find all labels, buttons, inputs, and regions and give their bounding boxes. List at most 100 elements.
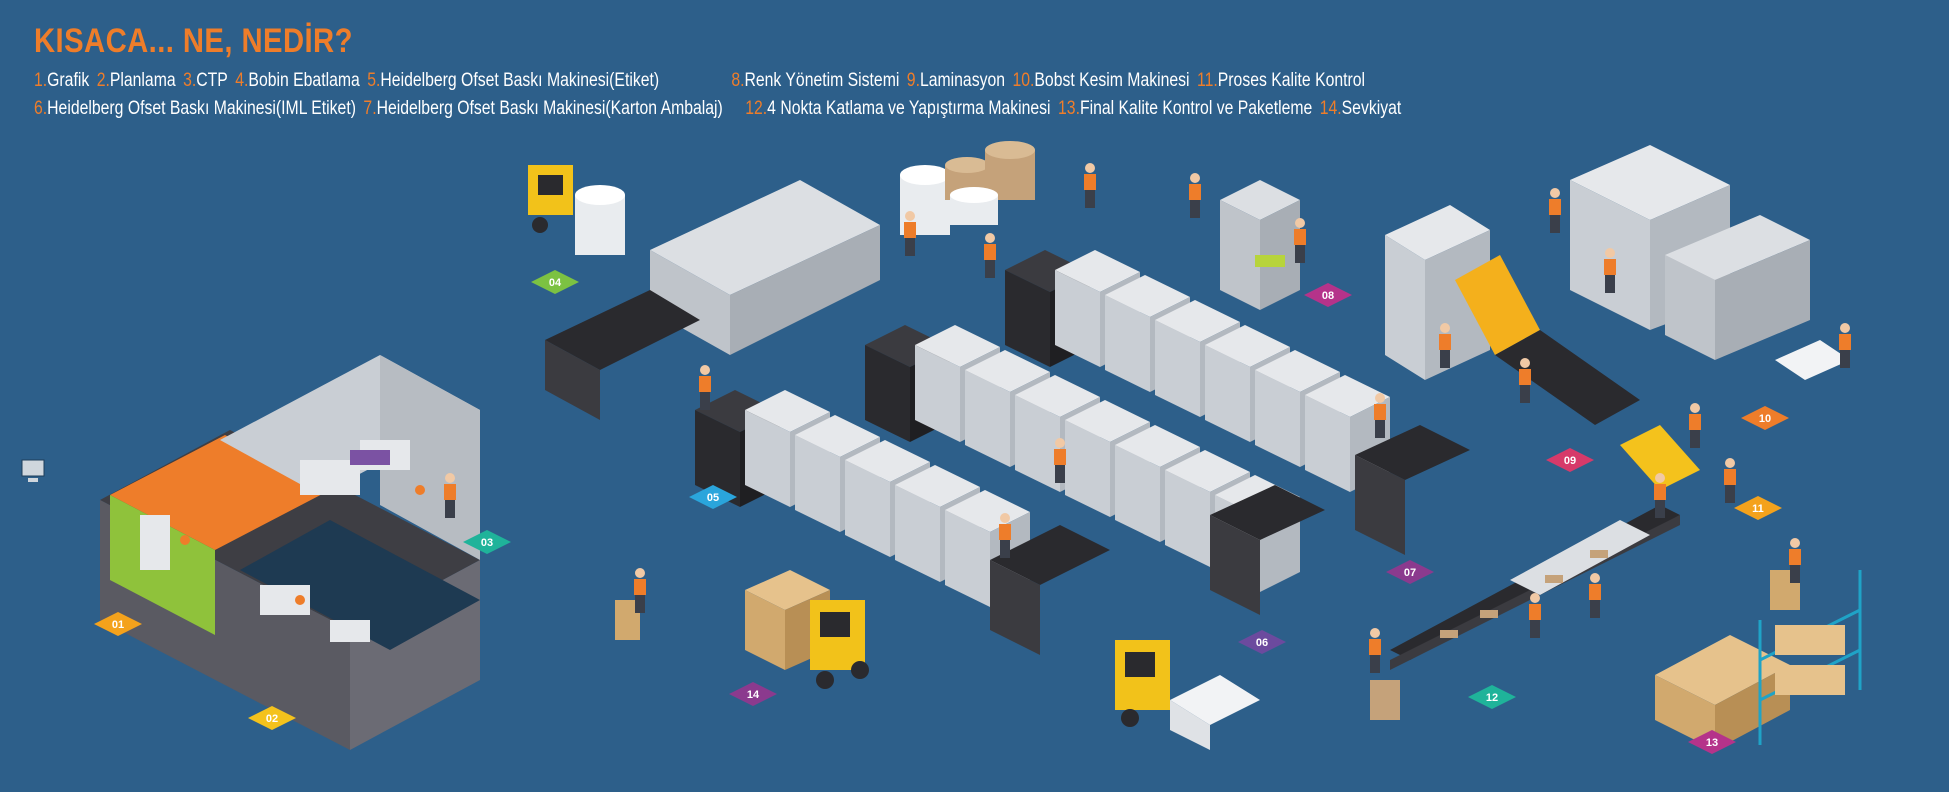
office-building (100, 355, 480, 750)
badge-14: 14 (729, 682, 777, 706)
legend-label: Heidelberg Ofset Baskı Makinesi(Karton A… (376, 98, 723, 119)
badge-01: 01 (94, 612, 142, 636)
legend-label: Planlama (109, 70, 176, 91)
badge-shape (1304, 283, 1352, 307)
legend-label: CTP (196, 70, 228, 91)
badge-label: 13 (1706, 737, 1718, 749)
legend-label: Proses Kalite Kontrol (1217, 70, 1366, 91)
worker-figure (444, 473, 456, 518)
badge-label: 03 (481, 537, 493, 549)
press-line-07 (1005, 250, 1470, 555)
legend-number: 8. (731, 70, 745, 91)
worker-figure (634, 568, 646, 613)
badge-shape (94, 612, 142, 636)
paper-rolls (900, 141, 1035, 235)
forklift-bobbin (528, 165, 625, 255)
legend-label: Bobst Kesim Makinesi (1034, 70, 1190, 91)
worker-figure (1589, 573, 1601, 618)
worker-figure (1054, 438, 1066, 483)
forklift-sacks (1115, 640, 1260, 750)
legend-number: 11. (1197, 70, 1218, 91)
press-line-06 (865, 325, 1325, 615)
legend-label: Renk Yönetim Sistemi (744, 70, 900, 91)
badge-label: 02 (266, 713, 278, 725)
color-management-station (1220, 180, 1300, 310)
legend-row-2: 6.Heidelberg Ofset Baskı Makinesi(IML Et… (34, 98, 1409, 120)
worker-figure (1689, 403, 1701, 448)
badge-label: 06 (1256, 637, 1268, 649)
worker-figure (1789, 538, 1801, 583)
worker-figure (1374, 393, 1386, 438)
monitor-icon (21, 459, 45, 482)
badge-11: 11 (1734, 496, 1782, 520)
legend-label: 4 Nokta Katlama ve Yapıştırma Makinesi (767, 98, 1051, 119)
badge-shape (729, 682, 777, 706)
badge-09: 09 (1546, 448, 1594, 472)
badge-06: 06 (1238, 630, 1286, 654)
legend-label: Laminasyon (919, 70, 1006, 91)
legend-label: Bobin Ebatlama (248, 70, 360, 91)
bobbin-cutting-machine (545, 180, 880, 420)
worker-figure (1654, 473, 1666, 518)
badge-shape (1734, 496, 1782, 520)
die-cutting-machine (1570, 145, 1850, 380)
worker-figure (999, 513, 1011, 558)
badge-label: 07 (1404, 567, 1416, 579)
worker-figure (984, 233, 996, 278)
legend-label: Grafik (47, 70, 90, 91)
legend-number: 10. (1012, 70, 1035, 91)
press-line-05 (695, 390, 1110, 655)
badge-shape (463, 530, 511, 554)
legend-label: Heidelberg Ofset Baskı Makinesi(IML Etik… (47, 98, 356, 119)
badge-10: 10 (1741, 406, 1789, 430)
badge-shape (1238, 630, 1286, 654)
badge-12: 12 (1468, 685, 1516, 709)
worker-figure (1439, 323, 1451, 368)
worker-figure (1604, 248, 1616, 293)
badge-shape (1386, 560, 1434, 584)
legend-label: Sevkiyat (1341, 98, 1402, 119)
legend-number: 13. (1058, 98, 1080, 119)
badge-label: 09 (1564, 455, 1576, 467)
badge-shape (531, 270, 579, 294)
badge-05: 05 (689, 485, 737, 509)
legend-label: Final Kalite Kontrol ve Paketleme (1079, 98, 1313, 119)
legend-label: Heidelberg Ofset Baskı Makinesi(Etiket) (380, 70, 660, 91)
badge-label: 04 (549, 277, 562, 289)
badge-label: 14 (747, 689, 760, 701)
badge-13: 13 (1688, 730, 1736, 754)
badge-label: 11 (1752, 503, 1764, 515)
worker-figure (1294, 218, 1306, 263)
badge-03: 03 (463, 530, 511, 554)
worker-figure (1084, 163, 1096, 208)
legend-number: 14. (1319, 98, 1342, 119)
legend-number: 12. (745, 98, 768, 119)
badge-04: 04 (531, 270, 579, 294)
workers (444, 163, 1851, 673)
badge-02: 02 (248, 706, 296, 730)
shipping-forklift (615, 570, 869, 689)
badge-shape (1468, 685, 1516, 709)
worker-figure (1519, 358, 1531, 403)
worker-figure (904, 211, 916, 256)
worker-figure (1369, 628, 1381, 673)
station-badges: 01 02 03 04 05 06 07 08 09 10 11 12 13 14 (94, 270, 1789, 754)
legend-number: 5. (367, 70, 381, 91)
badge-shape (1741, 406, 1789, 430)
badge-label: 08 (1322, 290, 1334, 302)
folder-gluer-line (1370, 505, 1680, 720)
badge-shape (689, 485, 737, 509)
badge-label: 12 (1486, 692, 1498, 704)
legend-number: 4. (235, 70, 249, 91)
worker-figure (1839, 323, 1851, 368)
worker-figure (1549, 188, 1561, 233)
legend-number: 3. (183, 70, 197, 91)
worker-figure (1189, 173, 1201, 218)
legend-number: 9. (906, 70, 920, 91)
badge-07: 07 (1386, 560, 1434, 584)
badge-08: 08 (1304, 283, 1352, 307)
legend-number: 2. (96, 70, 110, 91)
